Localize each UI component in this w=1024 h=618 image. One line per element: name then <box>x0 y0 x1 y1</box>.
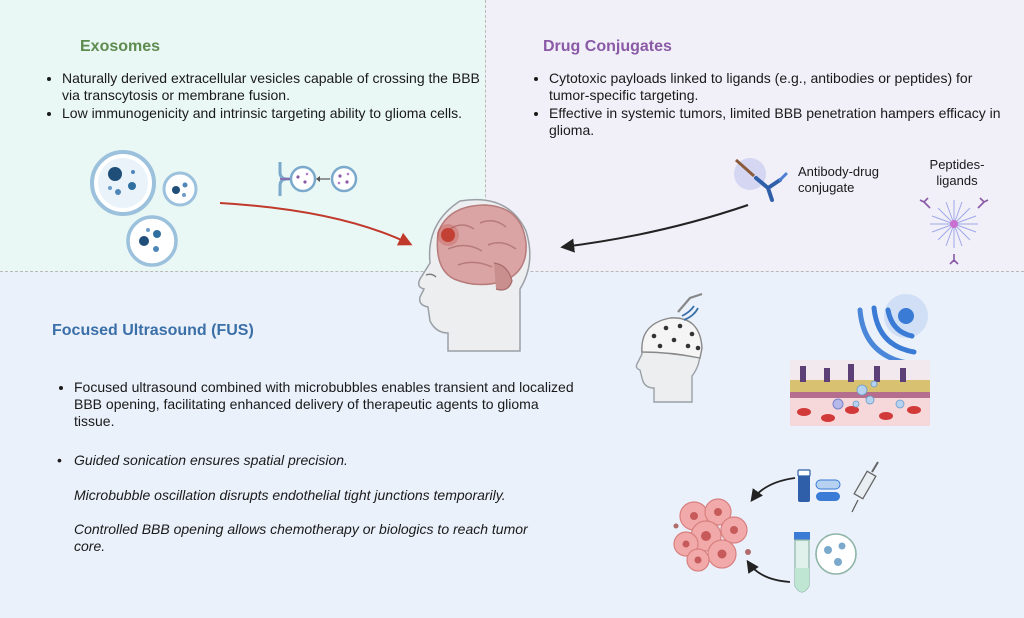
drug-to-tumor-arrow <box>750 477 796 503</box>
peptide-ligand-icon <box>919 197 989 265</box>
exosomes-title: Exosomes <box>80 38 161 55</box>
peptides-ligands-label: Peptides-ligands <box>929 157 985 188</box>
antibody-drug-conjugate-label: Antibody-drug conjugate <box>798 164 879 195</box>
tube-to-tumor-arrow <box>746 559 791 583</box>
drug-conjugates-panel <box>485 0 1024 272</box>
drug-capsule-icon <box>797 469 841 502</box>
membrane-fusion-icon <box>278 162 358 196</box>
fus-note-3: Controlled BBB opening allows chemothera… <box>74 521 528 554</box>
exosome-vesicle-icon <box>126 215 178 267</box>
vertical-divider <box>485 0 486 272</box>
fus-note-2: Microbubble oscillation disrupts endothe… <box>74 487 506 503</box>
drug-conjugates-bullet-1: Cytotoxic payloads linked to ligands (e.… <box>549 70 1009 104</box>
exosomes-bullet-2: Low immunogenicity and intrinsic targeti… <box>62 105 482 122</box>
fus-bullet-1: Focused ultrasound combined with microbu… <box>74 379 574 430</box>
brain-head-icon <box>417 198 531 352</box>
antibody-drug-conjugate-icon <box>734 158 788 202</box>
fus-note-1: Guided sonication ensures spatial precis… <box>74 452 348 468</box>
exosomes-bullet-1: Naturally derived extracellular vesicles… <box>62 70 482 104</box>
tumor-cells-icon <box>673 498 751 572</box>
syringe-icon <box>851 461 879 513</box>
eeg-cap-head-icon <box>635 292 703 403</box>
drug-conjugates-bullet-2: Effective in systemic tumors, limited BB… <box>549 105 1009 139</box>
exosome-vesicle-icon <box>90 150 156 216</box>
bbb-tissue-icon <box>790 360 930 426</box>
fus-title: Focused Ultrasound (FUS) <box>52 322 254 339</box>
exosomes-bullet-list: Naturally derived extracellular vesicles… <box>44 70 482 123</box>
fus-note-bullet-dot: • <box>57 452 62 468</box>
test-tube-icon <box>794 532 857 593</box>
drug-conjugates-title: Drug Conjugates <box>543 38 672 55</box>
fus-bullet-list: Focused ultrasound combined with microbu… <box>56 379 574 444</box>
exosomes-panel <box>0 0 485 272</box>
drug-conjugates-bullet-list: Cytotoxic payloads linked to ligands (e.… <box>531 70 1009 140</box>
drug-arrow <box>560 204 749 253</box>
exosome-arrow <box>219 202 413 246</box>
ultrasound-waves-icon <box>857 294 928 367</box>
exosome-vesicle-icon <box>162 171 198 207</box>
